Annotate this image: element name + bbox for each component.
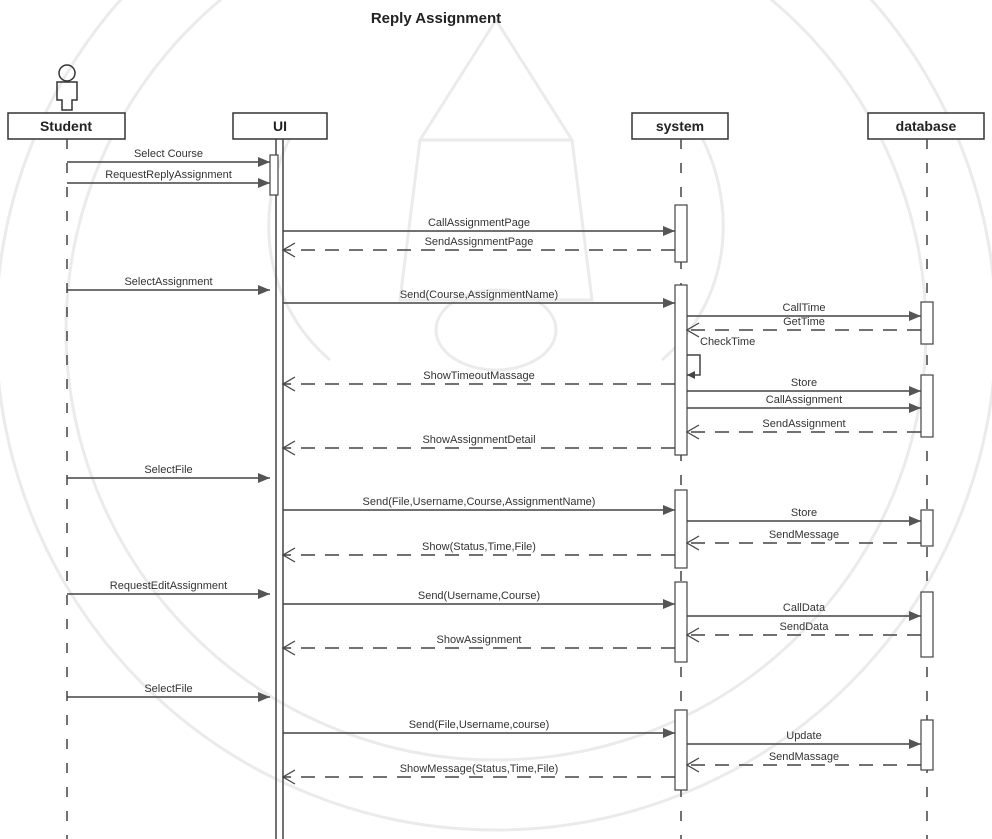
message-call-arrow: Send(File,Username,Course,AssignmentName… — [283, 496, 675, 515]
message-label: ShowTimeoutMassage — [423, 370, 534, 382]
message-label: CallTime — [783, 302, 826, 314]
message-call-arrow: CallAssignmentPage — [283, 217, 675, 236]
message-call-arrow: Send(Course,AssignmentName) — [283, 289, 675, 308]
message-label: ShowMessage(Status,Time,File) — [400, 763, 559, 775]
filled-arrowhead-icon — [909, 739, 921, 749]
message-label: Update — [786, 730, 821, 742]
lifeline-database-box: database — [868, 113, 984, 139]
activation-database — [921, 302, 933, 344]
message-label: CallAssignmentPage — [428, 217, 530, 229]
activation-system — [675, 490, 687, 568]
message-return-arrow: SendData — [687, 621, 921, 642]
filled-arrowhead-icon — [909, 386, 921, 396]
message-return-arrow: ShowMessage(Status,Time,File) — [283, 763, 675, 784]
filled-arrowhead-icon — [663, 226, 675, 236]
filled-arrowhead-icon — [258, 285, 270, 295]
activation-system — [675, 205, 687, 262]
lifeline-system-box: system — [632, 113, 728, 139]
message-label: SelectAssignment — [124, 276, 212, 288]
message-label: CallAssignment — [766, 394, 842, 406]
activation-database — [921, 375, 933, 437]
message-return-arrow: ShowTimeoutMassage — [283, 370, 675, 391]
message-label: SelectFile — [144, 464, 192, 476]
message-label: RequestEditAssignment — [110, 580, 227, 592]
message-call-arrow: SelectFile — [67, 683, 270, 702]
lifeline-system-label: system — [656, 118, 704, 134]
message-label: Store — [791, 377, 817, 389]
lifeline-ui-box: UI — [233, 113, 327, 139]
message-label: CallData — [783, 602, 826, 614]
filled-arrowhead-icon — [258, 589, 270, 599]
activation-system — [675, 285, 687, 455]
diagram-title: Reply Assignment — [371, 10, 501, 27]
message-label: Store — [791, 507, 817, 519]
message-call-arrow: Send(File,Username,course) — [283, 719, 675, 738]
filled-arrowhead-icon — [909, 311, 921, 321]
message-label: Send(Course,AssignmentName) — [400, 289, 558, 301]
message-call-arrow: CallAssignment — [687, 394, 921, 413]
filled-arrowhead-icon — [663, 505, 675, 515]
filled-arrowhead-icon — [258, 157, 270, 167]
message-return-arrow: GetTime — [687, 316, 921, 337]
message-label: SelectFile — [144, 683, 192, 695]
message-call-arrow: SelectFile — [67, 464, 270, 483]
message-label: Send(File,Username,course) — [409, 719, 550, 731]
filled-arrowhead-icon — [909, 516, 921, 526]
activation-ui — [270, 155, 278, 195]
message-call-arrow: SelectAssignment — [67, 276, 270, 295]
filled-arrowhead-icon — [663, 298, 675, 308]
message-label: CheckTime — [700, 336, 755, 348]
message-return-arrow: SendAssignmentPage — [283, 236, 675, 257]
filled-arrowhead-icon — [258, 473, 270, 483]
message-label: Send(Username,Course) — [418, 590, 540, 602]
activation-database — [921, 510, 933, 546]
lifeline-student-label: Student — [40, 118, 92, 134]
message-label: Send(File,Username,Course,AssignmentName… — [363, 496, 596, 508]
message-label: SendAssignmentPage — [425, 236, 534, 248]
message-return-arrow: SendMassage — [687, 751, 921, 772]
message-label: SendMassage — [769, 751, 839, 763]
lifeline-student-box: Student — [8, 113, 125, 139]
message-label: RequestReplyAssignment — [105, 169, 232, 181]
lifeline-ui-label: UI — [273, 118, 287, 134]
message-label: Select Course — [134, 148, 203, 160]
message-call-arrow: CallData — [687, 602, 921, 621]
filled-arrowhead-icon — [258, 178, 270, 188]
message-label: SendData — [780, 621, 830, 633]
activation-system — [675, 582, 687, 662]
message-self-call-arrow: CheckTime — [687, 336, 755, 379]
message-call-arrow: Send(Username,Course) — [283, 590, 675, 609]
message-label: GetTime — [783, 316, 825, 328]
lifeline-database-label: database — [896, 118, 957, 134]
message-return-arrow: ShowAssignment — [283, 634, 675, 655]
message-call-arrow: Select Course — [67, 148, 270, 167]
message-label: SendAssignment — [762, 418, 845, 430]
message-label: Show(Status,Time,File) — [422, 541, 536, 553]
message-return-arrow: ShowAssignmentDetail — [283, 434, 675, 455]
filled-arrowhead-icon — [909, 611, 921, 621]
message-label: ShowAssignment — [437, 634, 522, 646]
message-return-arrow: SendAssignment — [687, 418, 921, 439]
message-label: ShowAssignmentDetail — [422, 434, 535, 446]
arrowhead-icon — [687, 371, 695, 379]
filled-arrowhead-icon — [663, 599, 675, 609]
filled-arrowhead-icon — [663, 728, 675, 738]
message-return-arrow: SendMessage — [687, 529, 921, 550]
message-return-arrow: Show(Status,Time,File) — [283, 541, 675, 562]
activation-database — [921, 720, 933, 770]
message-label: SendMessage — [769, 529, 839, 541]
message-call-arrow: Update — [687, 730, 921, 749]
activation-database — [921, 592, 933, 657]
activation-system — [675, 710, 687, 790]
message-call-arrow: RequestEditAssignment — [67, 580, 270, 599]
